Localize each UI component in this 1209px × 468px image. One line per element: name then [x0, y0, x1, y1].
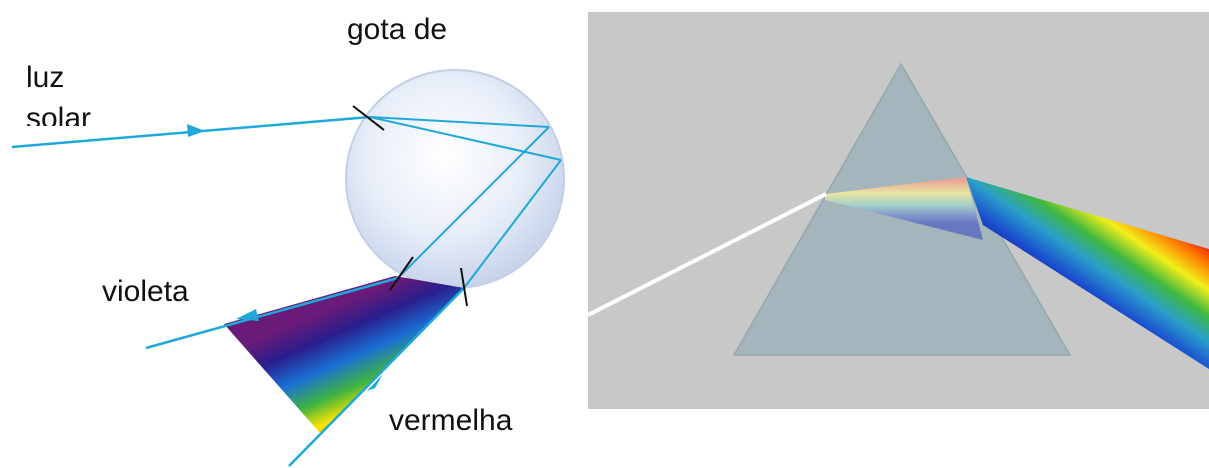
- outgoing-spectrum: [966, 177, 1209, 369]
- violet-label: violeta: [102, 275, 189, 308]
- incoming-arrow-icon: [187, 124, 205, 137]
- sunlight-label-line1: luz: [26, 61, 65, 94]
- internal-rays: [369, 116, 562, 289]
- prism-svg: [588, 62, 1209, 369]
- inner-spectrum: [825, 177, 983, 240]
- raindrop-diagram: gota de luz solar violeta vermelha: [0, 0, 580, 468]
- red-ray: [288, 287, 465, 467]
- droplet-label: gota de: [347, 13, 448, 46]
- white-light-ray: [588, 192, 827, 317]
- sunlight-label-line2-clip: solar: [26, 96, 146, 127]
- prism-diagram: [588, 12, 1209, 409]
- violet-arrow-icon: [236, 309, 259, 321]
- raindrop-svg: [11, 69, 565, 467]
- violet-ray: [145, 276, 399, 350]
- normal-marks: [352, 105, 468, 307]
- spectrum-fan: [224, 276, 464, 433]
- water-droplet: [345, 69, 565, 289]
- sunlight-label-line2: solar: [26, 102, 92, 127]
- red-arrow-icon: [367, 374, 383, 391]
- red-label: vermelha: [389, 404, 513, 437]
